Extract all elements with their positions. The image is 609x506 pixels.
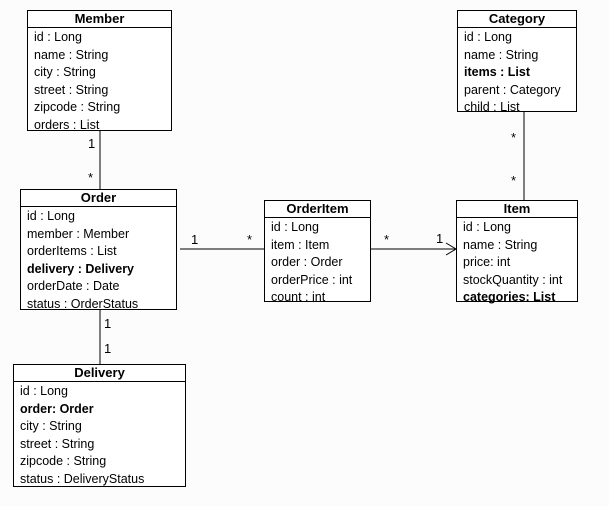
order-field: delivery : Delivery <box>27 261 135 276</box>
delivery-field: status : DeliveryStatus <box>20 471 145 486</box>
delivery-field: city : String <box>20 419 82 433</box>
multiplicity-label: 1 <box>88 136 96 151</box>
multiplicity-label: * <box>511 130 517 145</box>
orderitem-field: orderPrice : int <box>271 272 353 287</box>
order-fields: id : Long member : Member orderItems : L… <box>21 207 176 313</box>
order-field: id : Long <box>27 209 75 223</box>
item-class: Item id : Long name : String price: int … <box>456 200 578 304</box>
orderitem-class: OrderItem id : Long item : Item order : … <box>264 200 371 304</box>
member-field: name : String <box>34 47 109 62</box>
category-class: Category id : Long name : String items :… <box>457 10 577 114</box>
category-field: parent : Category <box>464 82 561 97</box>
order-field: orderDate : Date <box>27 279 120 293</box>
category-field: name : String <box>464 47 539 62</box>
orderitem-class-title: OrderItem <box>265 201 370 218</box>
multiplicity-label: * <box>88 170 94 185</box>
item-field: id : Long <box>463 220 511 234</box>
multiplicity-label: 1 <box>191 232 199 247</box>
member-field: city : String <box>34 65 96 79</box>
orderitem-field: id : Long <box>271 220 319 234</box>
category-field: id : Long <box>464 30 512 44</box>
delivery-field: order: Order <box>20 401 94 416</box>
item-field: price: int <box>463 255 511 269</box>
multiplicity-label: 1 <box>104 316 112 331</box>
delivery-class-title: Delivery <box>14 365 185 382</box>
orderitem-field: item : Item <box>271 237 330 252</box>
multiplicity-label: 1 <box>104 341 112 356</box>
delivery-class: Delivery id : Long order: Order city : S… <box>13 364 186 487</box>
category-fields: id : Long name : String items : List par… <box>458 28 576 117</box>
item-fields: id : Long name : String price: int stock… <box>457 218 577 307</box>
category-class-title: Category <box>458 11 576 28</box>
order-class: Order id : Long member : Member orderIte… <box>20 189 177 313</box>
item-class-title: Item <box>457 201 577 218</box>
member-field: street : String <box>34 82 109 97</box>
order-field: status : OrderStatus <box>27 296 139 311</box>
item-field: categories: List <box>463 290 556 304</box>
member-field: orders : List <box>34 117 100 132</box>
item-field: stockQuantity : int <box>463 272 563 287</box>
order-class-title: Order <box>21 190 176 207</box>
order-field: member : Member <box>27 226 130 241</box>
delivery-field: id : Long <box>20 384 68 398</box>
multiplicity-label: * <box>384 232 390 247</box>
category-field: items : List <box>464 65 530 79</box>
member-class-title: Member <box>28 11 171 28</box>
member-field: zipcode : String <box>34 100 121 114</box>
multiplicity-label: * <box>247 232 253 247</box>
orderitem-field: count : int <box>271 290 326 304</box>
orderitem-fields: id : Long item : Item order : Order orde… <box>265 218 370 307</box>
member-fields: id : Long name : String city : String st… <box>28 28 171 134</box>
multiplicity-label: * <box>511 173 517 188</box>
multiplicity-label: 1 <box>436 231 444 246</box>
order-field: orderItems : List <box>27 244 117 258</box>
delivery-field: street : String <box>20 436 95 451</box>
delivery-fields: id : Long order: Order city : String str… <box>14 382 185 488</box>
item-field: name : String <box>463 237 538 252</box>
delivery-field: zipcode : String <box>20 454 107 468</box>
member-class: Member id : Long name : String city : St… <box>27 10 172 134</box>
orderitem-field: order : Order <box>271 255 343 269</box>
member-field: id : Long <box>34 30 82 44</box>
category-field: child : List <box>464 100 520 114</box>
